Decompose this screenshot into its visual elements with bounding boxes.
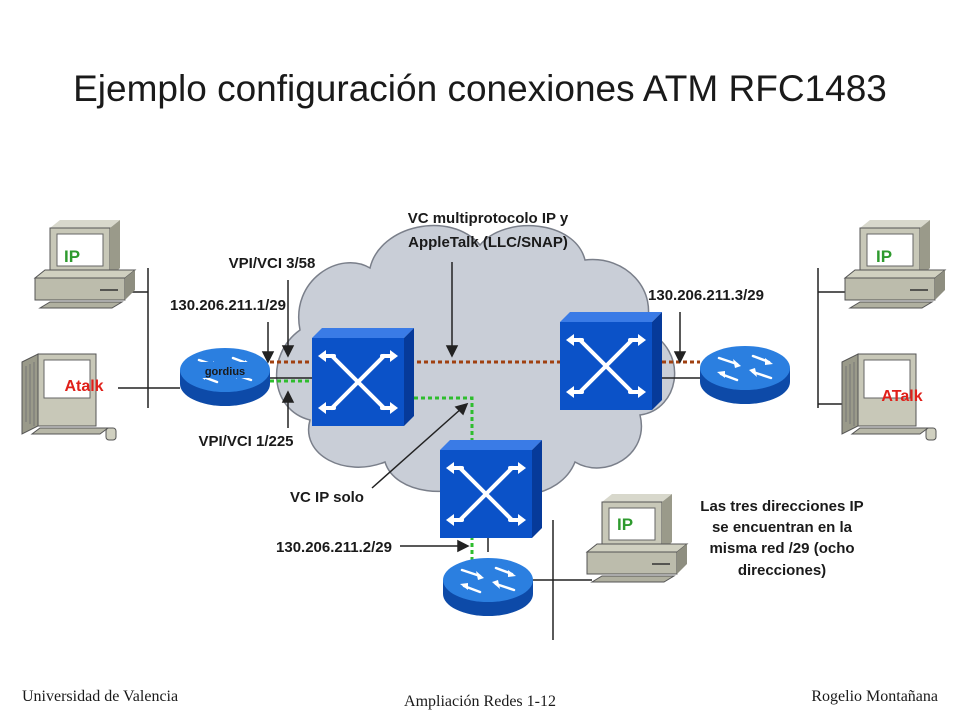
label-vc-multiprotocolo-2: AppleTalk (LLC/SNAP) <box>408 234 568 251</box>
note-line-2: se encuentran en la <box>712 519 853 536</box>
note-line-1: Las tres direcciones IP <box>700 498 863 515</box>
label-addr-2: 130.206.211.2/29 <box>276 539 392 556</box>
pc-left-top <box>34 219 136 309</box>
label-vc-multiprotocolo-1: VC multiprotocolo IP y <box>408 210 569 227</box>
label-addr-1: 130.206.211.1/29 <box>170 297 286 314</box>
note-line-3: misma red /29 (ocho <box>709 540 854 557</box>
label-addr-3: 130.206.211.3/29 <box>648 287 764 304</box>
pc-right-top <box>844 219 946 309</box>
atm-switch-left <box>310 326 416 428</box>
label-vc-ip-solo: VC IP solo <box>290 489 364 506</box>
atm-switch-bottom <box>438 438 544 540</box>
atm-switch-right <box>558 310 664 412</box>
router-bottom <box>441 556 535 618</box>
host-label-right-top: IP <box>876 247 892 266</box>
page-title: Ejemplo configuración conexiones ATM RFC… <box>73 68 887 109</box>
pc-bottom <box>586 493 688 583</box>
host-label-left-top: IP <box>64 247 80 266</box>
label-vpi-358: VPI/VCI 3/58 <box>229 255 316 272</box>
mac-left-bottom <box>21 353 117 441</box>
footer-right: Rogelio Montañana <box>811 688 938 705</box>
label-vpi-1225: VPI/VCI 1/225 <box>198 433 293 450</box>
host-label-left-bottom: Atalk <box>64 378 103 395</box>
atm-cloud <box>275 224 676 496</box>
router-name: gordius <box>205 366 245 378</box>
footer-left: Universidad de Valencia <box>22 688 179 705</box>
note-line-4: direcciones) <box>738 562 826 579</box>
router-right <box>698 344 792 406</box>
host-label-right-bottom: ATalk <box>881 388 922 405</box>
footer-center: Ampliación Redes 1-12 <box>404 693 556 710</box>
host-label-bottom: IP <box>617 515 633 534</box>
arrow-vc-ip-solo <box>371 407 463 489</box>
